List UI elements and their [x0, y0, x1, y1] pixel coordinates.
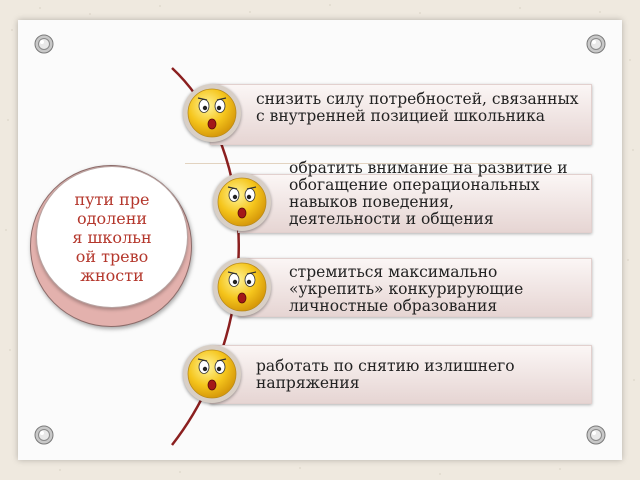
pushpin-icon: [33, 424, 55, 446]
pushpin-icon: [33, 33, 55, 55]
divider-line: [185, 163, 550, 164]
item-box-3: [238, 258, 592, 317]
center-circle: пути преодоления школьной тревожности: [36, 166, 188, 308]
item-text-4: работать по снятию излишнего напряжения: [256, 357, 515, 392]
item-box-2: [238, 174, 592, 233]
item-box-4: [210, 345, 592, 404]
center-label: пути преодоления школьной тревожности: [72, 189, 152, 285]
item-box-1: [210, 84, 592, 145]
pushpin-icon: [585, 424, 607, 446]
surprised-smiley-icon: [213, 258, 271, 316]
item-text-2: обратить внимание на развитие и обогащен…: [289, 159, 568, 228]
surprised-smiley-icon: [213, 173, 271, 231]
item-text-1: снизить силу потребностей, связанных с в…: [256, 90, 579, 125]
item-text-3: стремиться максимально «укрепить» конкур…: [289, 263, 524, 315]
pushpin-icon: [585, 33, 607, 55]
surprised-smiley-icon: [183, 84, 241, 142]
surprised-smiley-icon: [183, 345, 241, 403]
